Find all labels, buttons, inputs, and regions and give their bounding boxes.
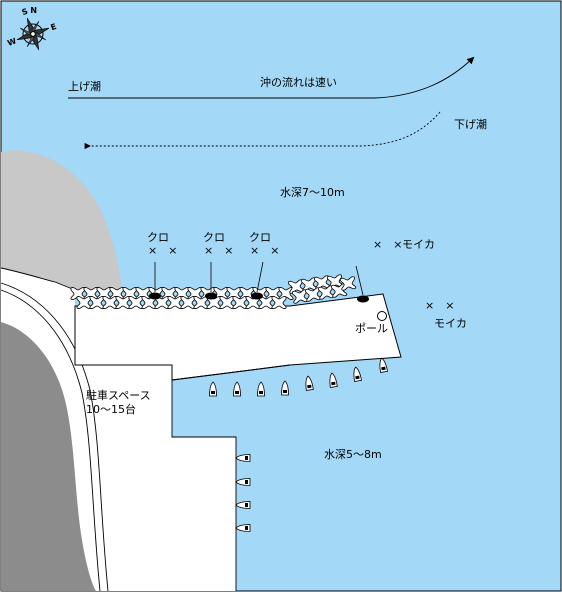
spot-markers xyxy=(149,261,369,303)
spot-pointer xyxy=(256,261,264,293)
rock-area xyxy=(1,322,96,591)
moika-upper-name: モイカ xyxy=(402,238,435,251)
road-edge xyxy=(0,282,109,592)
pole-label: ポール xyxy=(355,322,388,335)
harbor-depth-label: 水深5～8m xyxy=(324,448,382,461)
hill-land xyxy=(1,150,122,290)
compass-e: E xyxy=(49,22,57,32)
offshore-current-note: 沖の流れは速い xyxy=(260,75,337,89)
road-edge xyxy=(0,289,101,592)
kuro-spot-marks: × × xyxy=(204,244,233,257)
flood-tide-arrow xyxy=(68,56,475,99)
kuro-spot-marks: × × xyxy=(148,244,177,257)
offshore-depth-label: 水深7～10m xyxy=(280,186,345,199)
spot-marker xyxy=(205,292,217,300)
pole-marker xyxy=(377,311,387,321)
parking-label: 駐車スペース xyxy=(86,388,151,402)
moika-upper-marks: × × xyxy=(373,238,402,251)
compass-s: S xyxy=(21,7,30,18)
kuro-spot-marks: × × xyxy=(250,244,279,257)
moika-lower-marks: × × xyxy=(425,299,454,312)
spot-pointer xyxy=(355,265,364,296)
spot-marker xyxy=(357,295,369,303)
pier-outline xyxy=(171,364,291,381)
kuro-spot-name: クロ xyxy=(203,231,225,244)
parking-capacity: 10～15台 xyxy=(86,402,136,416)
coast-outline xyxy=(0,267,76,291)
spot-marker xyxy=(251,292,263,300)
moika-lower-name: モイカ xyxy=(434,317,467,330)
compass-w: W xyxy=(6,36,18,48)
coast-outline xyxy=(171,380,237,591)
flood-tide-label: 上げ潮 xyxy=(68,79,101,93)
ebb-tide-label: 下げ潮 xyxy=(454,117,487,131)
compass-n: N xyxy=(30,5,37,14)
kuro-spot-name: クロ xyxy=(249,231,271,244)
spot-marker xyxy=(149,292,161,300)
compass-icon: N S E W xyxy=(6,5,58,51)
kuro-spot-name: クロ xyxy=(147,231,169,244)
